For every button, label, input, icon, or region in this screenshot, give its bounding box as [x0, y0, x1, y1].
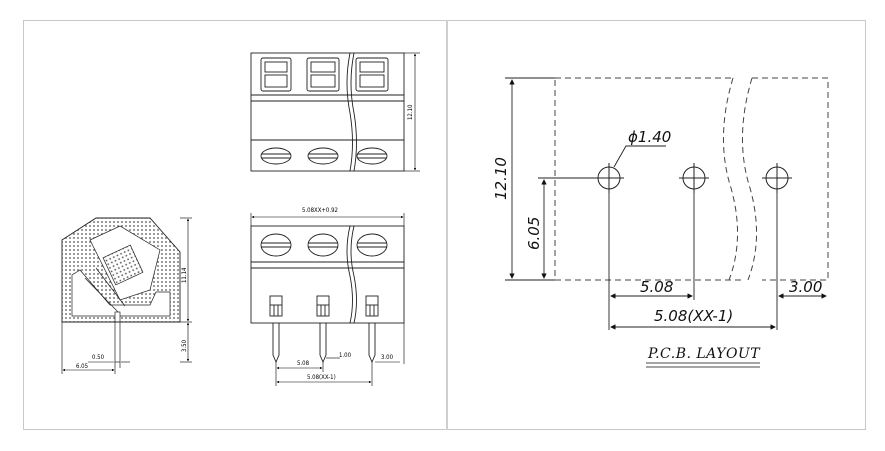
pcb-pitch-label: 5.08 [640, 278, 673, 296]
top-slot-2 [306, 57, 340, 92]
front-edge-label: 3.00 [381, 354, 394, 361]
pcb-dimensions [505, 77, 827, 330]
top-slot-1 [260, 57, 292, 92]
side-view [61, 217, 181, 363]
side-pin-label: 3.50 [181, 339, 188, 352]
pcb-holes [594, 163, 792, 193]
front-pitch-label: 5.08 [297, 360, 310, 367]
pcb-height-label: 12.10 [492, 157, 510, 200]
pcb-layout-title: P.C.B. LAYOUT [647, 346, 761, 362]
side-base-label: 6.05 [76, 363, 88, 370]
front-width-dimension [250, 213, 405, 386]
pcb-edge-label: 3.00 [789, 278, 822, 296]
top-height-label: 12.10 [407, 104, 414, 120]
panel-divider [446, 20, 448, 430]
top-height-dimension [404, 52, 420, 172]
front-total-label: 5.08(XX-1) [307, 374, 336, 381]
pcb-total-label: 5.08(XX-1) [654, 307, 733, 325]
side-height-label: 11.14 [181, 267, 188, 283]
top-view [250, 52, 405, 172]
front-view [250, 225, 405, 364]
front-pin-width-label: 1.00 [339, 352, 352, 359]
pcb-outline [554, 77, 829, 281]
pcb-hole-height-label: 6.05 [525, 217, 543, 250]
pcb-title-underline [646, 362, 760, 368]
front-width-label: 5.08XX+0.92 [302, 207, 338, 214]
top-slot-3 [355, 57, 389, 92]
side-pin-width-label: 0.50 [92, 354, 105, 361]
side-dimensions [61, 217, 192, 374]
pcb-hole-diameter-label: ϕ1.40 [628, 128, 671, 146]
drawing-frame [23, 20, 866, 430]
